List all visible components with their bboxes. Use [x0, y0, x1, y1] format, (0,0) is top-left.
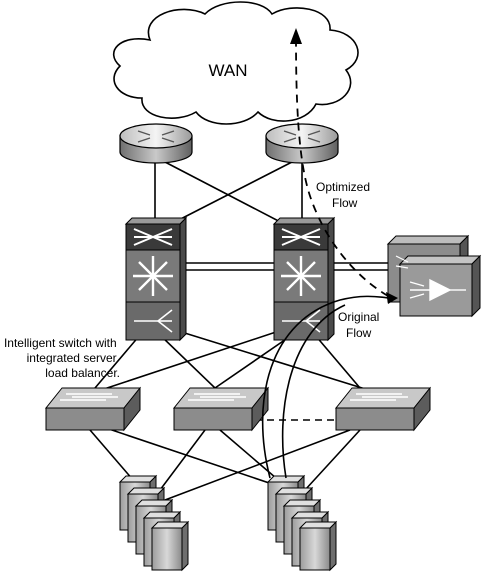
server-stack-right	[266, 474, 338, 572]
access-switch-left	[44, 386, 142, 432]
link-switch-center-to-servers-left	[159, 429, 206, 491]
switch-arrows-icon	[350, 393, 408, 401]
core-switch-left	[124, 216, 188, 342]
router-arrows-icon	[137, 130, 175, 143]
link-switch-right-to-servers-left	[164, 429, 351, 501]
link-core-right-to-switch-left	[94, 329, 283, 393]
wan-optimizer-appliance	[386, 234, 482, 318]
server-stack-left	[118, 474, 190, 572]
access-switch-right	[334, 386, 432, 432]
server-icon	[150, 520, 190, 572]
intelligent-switch-label-line1: Intelligent switch with	[4, 336, 117, 350]
link-router-right-to-core-left	[164, 161, 293, 228]
router-star-icon	[281, 256, 321, 296]
link-core-left-to-switch-left	[94, 334, 141, 389]
link-core-right-to-switch-right	[314, 334, 361, 389]
optimized-flow-dashed	[295, 37, 389, 297]
router-left	[119, 123, 193, 164]
wan-label: WAN	[208, 61, 247, 80]
wan-cloud: WAN	[113, 1, 359, 125]
optimized-flow-label: Optimized Flow	[316, 180, 373, 210]
router-right	[265, 123, 339, 164]
optimized-flow-arrowhead	[290, 28, 302, 44]
router-arrows-icon	[283, 130, 321, 143]
amplifier-icon	[409, 278, 466, 302]
server-icon	[298, 520, 338, 572]
router-star-icon	[133, 256, 173, 296]
original-flow-arc	[261, 295, 389, 479]
original-flow-label: Original Flow	[338, 310, 383, 340]
link-switch-right-to-servers-right	[304, 429, 361, 491]
switch-arrows-icon	[60, 393, 118, 401]
original-flow-label-line2: Flow	[346, 326, 372, 340]
original-flow-arrowhead	[386, 292, 398, 304]
intelligent-switch-label-line2: integrated server	[27, 351, 117, 365]
access-switch-center	[172, 386, 270, 432]
optimized-flow-label-line2: Flow	[332, 196, 358, 210]
link-core-left-to-switch-right	[174, 329, 376, 393]
link-core-right-to-switch-center	[214, 334, 293, 389]
optimized-flow-label-line1: Optimized	[316, 180, 370, 194]
intelligent-switch-label-line3: load balancer.	[45, 366, 120, 380]
intelligent-switch-label: Intelligent switch with integrated serve…	[4, 336, 120, 380]
core-switch-right	[272, 216, 336, 342]
crossbar-icon	[281, 228, 321, 246]
load-balancer-icon	[134, 309, 173, 333]
switch-arrows-icon	[188, 393, 246, 401]
original-flow-label-line1: Original	[338, 310, 379, 324]
link-switch-left-to-servers-right	[99, 425, 291, 491]
crossbar-icon	[133, 228, 173, 246]
